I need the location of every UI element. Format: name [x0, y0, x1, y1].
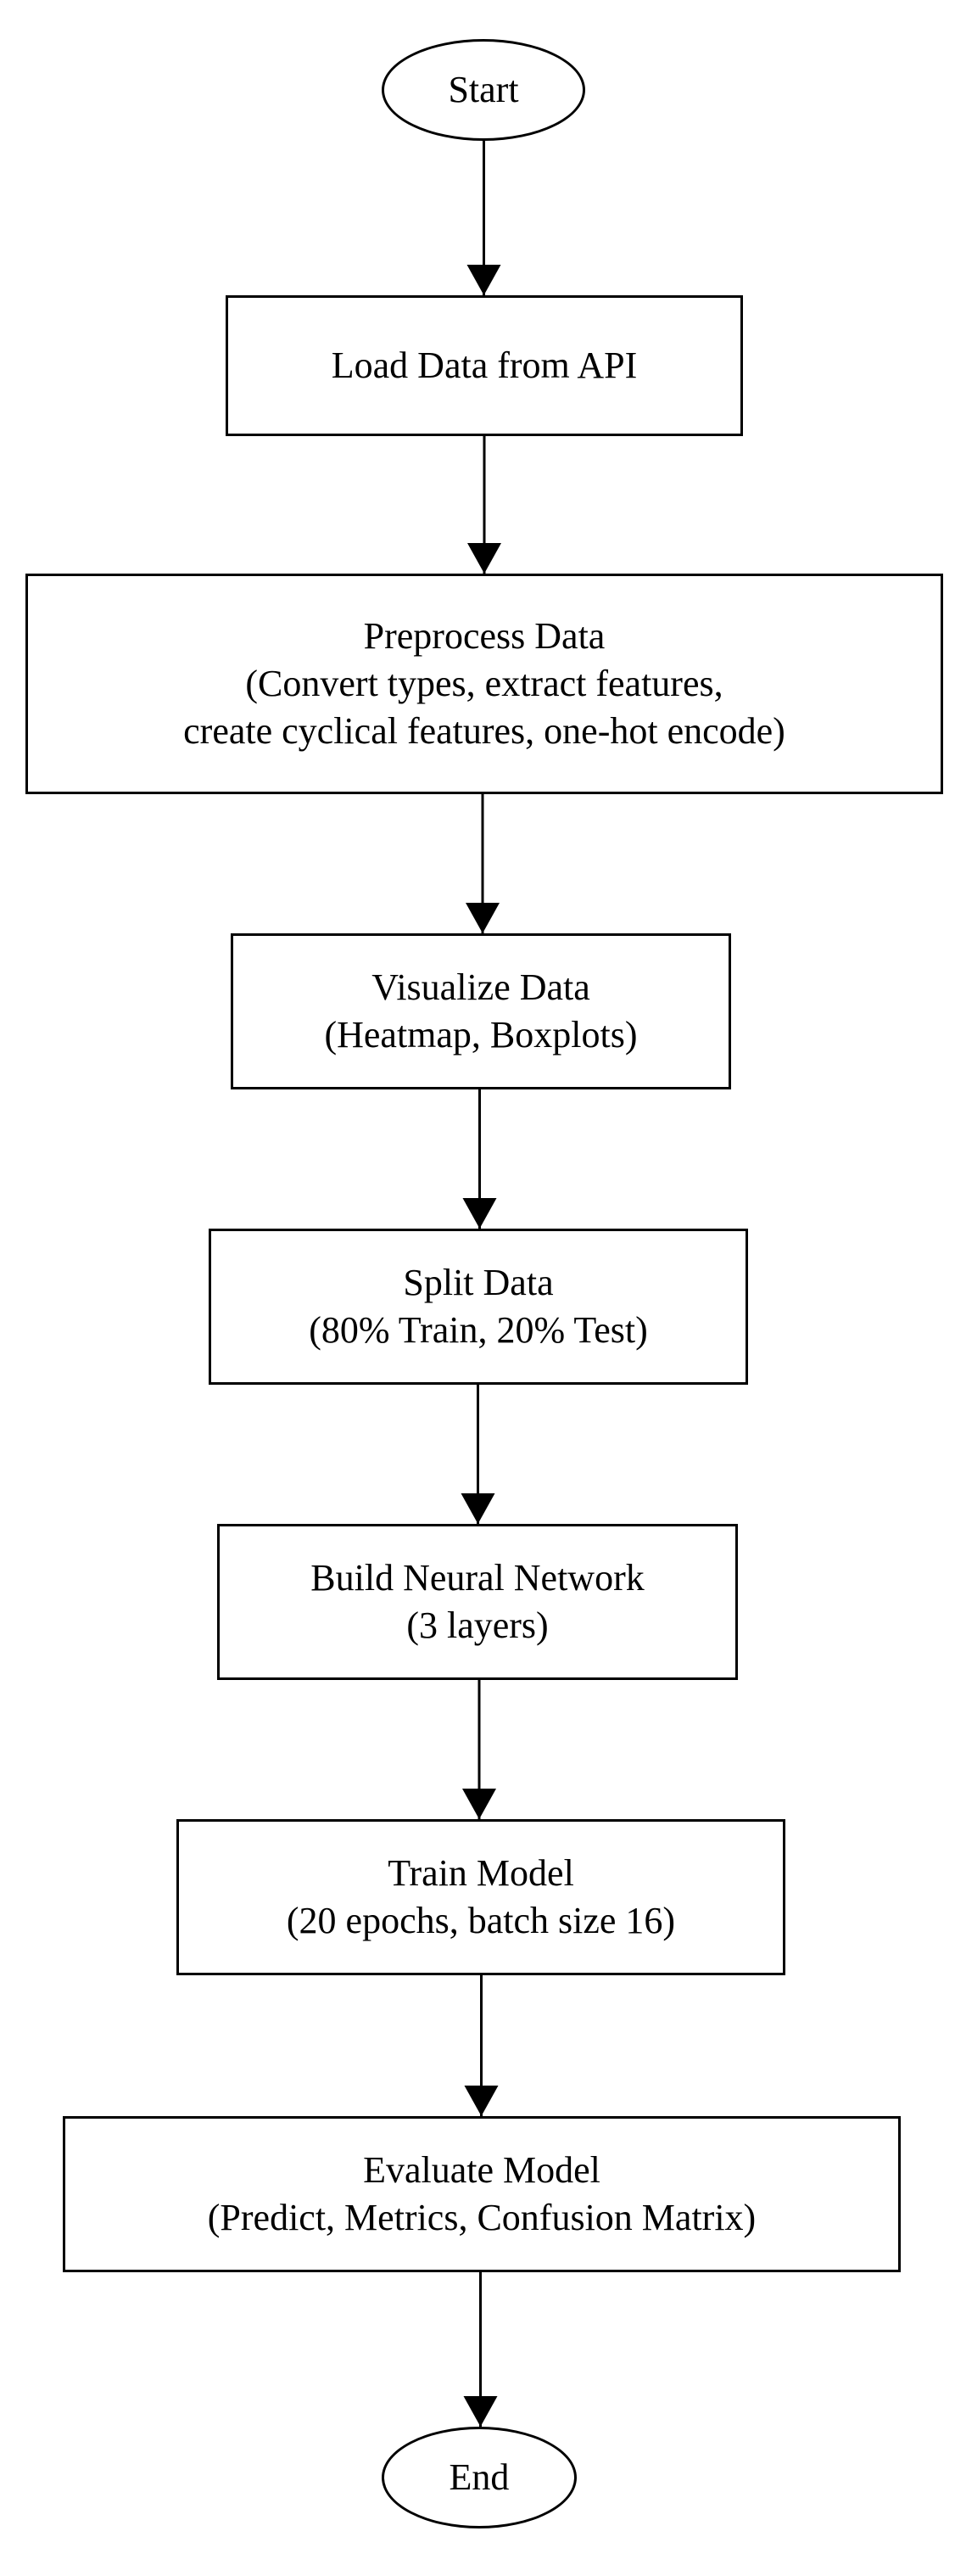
split-data-node: Split Data (80% Train, 20% Test) — [209, 1229, 748, 1385]
preprocess-data-detail-1: (Convert types, extract features, — [245, 663, 723, 704]
visualize-data-title: Visualize Data — [371, 966, 590, 1008]
start-node: Start — [382, 39, 585, 141]
train-model-detail: (20 epochs, batch size 16) — [286, 1900, 676, 1941]
build-network-title: Build Neural Network — [310, 1557, 645, 1599]
visualize-data-detail: (Heatmap, Boxplots) — [324, 1014, 638, 1056]
end-node-label: End — [449, 2456, 510, 2498]
split-data-title: Split Data — [403, 1262, 554, 1303]
split-data-detail: (80% Train, 20% Test) — [309, 1309, 648, 1351]
preprocess-data-detail-2: create cyclical features, one-hot encode… — [183, 710, 785, 752]
evaluate-model-detail: (Predict, Metrics, Confusion Matrix) — [207, 2197, 757, 2238]
load-data-label: Load Data from API — [331, 344, 638, 386]
visualize-data-node: Visualize Data (Heatmap, Boxplots) — [231, 933, 731, 1089]
load-data-node: Load Data from API — [226, 295, 743, 436]
start-node-label: Start — [448, 69, 519, 110]
evaluate-model-node: Evaluate Model (Predict, Metrics, Confus… — [63, 2116, 901, 2272]
train-model-node: Train Model (20 epochs, batch size 16) — [176, 1819, 785, 1975]
evaluate-model-title: Evaluate Model — [363, 2149, 600, 2191]
train-model-title: Train Model — [388, 1852, 574, 1894]
preprocess-data-title: Preprocess Data — [363, 615, 606, 657]
build-network-node: Build Neural Network (3 layers) — [217, 1524, 738, 1680]
preprocess-data-node: Preprocess Data (Convert types, extract … — [25, 574, 943, 794]
end-node: End — [382, 2427, 577, 2528]
build-network-detail: (3 layers) — [406, 1604, 549, 1646]
